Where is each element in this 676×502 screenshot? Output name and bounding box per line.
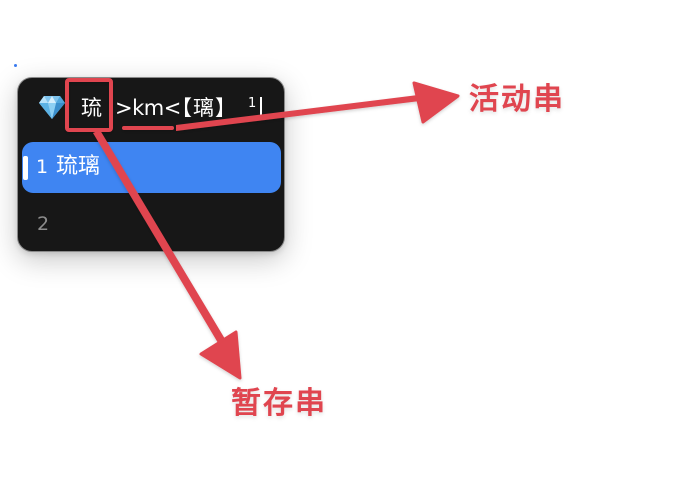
candidate-index: 2 — [37, 213, 50, 235]
input-method-candidate-panel: 琉 >km< 【璃】 1 1 琉璃 2 — [17, 77, 285, 252]
preedit-code-segment: >km< — [115, 96, 181, 120]
preedit-active-segment: 琉 — [81, 96, 102, 120]
selection-indicator — [23, 156, 28, 180]
candidate-index: 1 — [36, 156, 49, 178]
gem-icon — [39, 96, 65, 119]
text-cursor-dot — [14, 64, 17, 67]
preedit-caret — [260, 97, 262, 117]
active-string-label: 活动串 — [469, 82, 565, 117]
candidate-item-1[interactable]: 1 琉璃 — [22, 142, 281, 193]
preedit-bar: 琉 >km< 【璃】 1 — [18, 78, 284, 140]
candidate-text: 琉璃 — [56, 154, 101, 179]
preedit-pending-segment: 【璃】 — [171, 96, 237, 120]
candidate-item-2[interactable]: 2 — [22, 198, 281, 249]
preedit-caret-index: 1 — [248, 96, 257, 111]
staged-string-label: 暂存串 — [231, 386, 327, 421]
